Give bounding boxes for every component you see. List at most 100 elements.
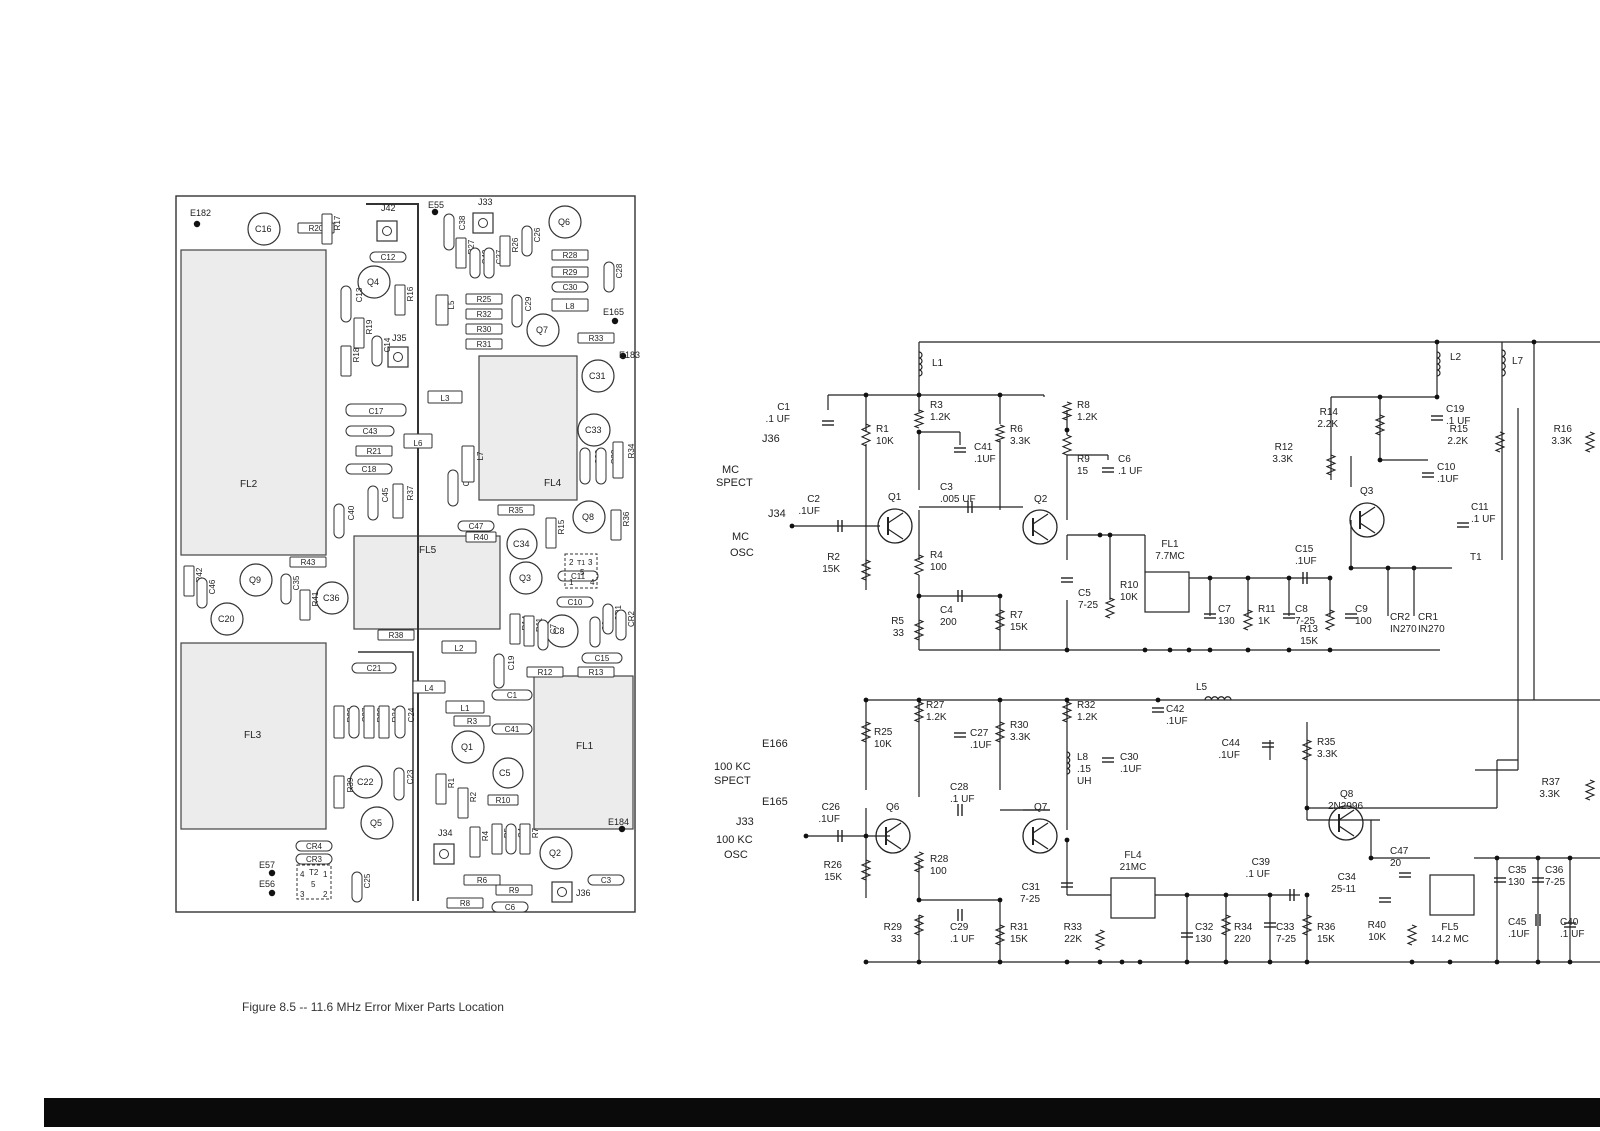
- junction-dot-31: [863, 697, 869, 703]
- value-fl5: 14.2 MC: [1431, 934, 1469, 945]
- part-label-c12: C12: [381, 253, 396, 262]
- t2-pin-5: 5: [311, 880, 316, 889]
- value-c28: .1 UF: [950, 794, 974, 805]
- junction-dot-9: [1245, 575, 1251, 581]
- part-r35: [497, 504, 535, 516]
- part-label-c19: C19: [507, 655, 516, 670]
- module-fl1: [533, 675, 634, 830]
- transistor-q1: [451, 730, 485, 764]
- part-c38: [443, 213, 455, 251]
- part-label-r42: R42: [195, 567, 204, 582]
- part-label-c47: C47: [469, 522, 484, 531]
- value-c9: 100: [1355, 616, 1372, 627]
- schematic-filters: [1110, 571, 1475, 919]
- part-label-r37: R37: [406, 485, 415, 500]
- input-kc-spect-line1: 100 KC: [714, 761, 751, 773]
- junction-dot-25: [1385, 565, 1391, 571]
- t2-pin-2: 2: [323, 890, 328, 899]
- part-c9: [589, 616, 601, 648]
- part-label-c24: C24: [407, 707, 416, 722]
- part-label-l2: L2: [455, 644, 464, 653]
- junction-dot-34: [1368, 855, 1374, 861]
- label-r16: R16: [1554, 424, 1573, 435]
- schematic-diagram: J36 MC SPECT J34 MC OSC E166 100 KC SPEC…: [714, 339, 1600, 965]
- input-j36-label: J36: [762, 433, 780, 445]
- part-r6: [463, 874, 501, 886]
- value-c41: .1UF: [974, 454, 996, 465]
- part-label-l8: L8: [566, 302, 575, 311]
- label-fl1: FL1: [1161, 539, 1179, 550]
- input-mc-osc-line2: OSC: [730, 547, 754, 559]
- junction-dot-18: [1286, 647, 1292, 653]
- value-r27: 1.2K: [926, 712, 947, 723]
- part-r10: [487, 794, 519, 806]
- junction-dot-10: [1286, 575, 1292, 581]
- label-c35: C35: [1508, 865, 1527, 876]
- part-label-r36: R36: [622, 511, 631, 526]
- label-c47: C47: [1390, 846, 1409, 857]
- part-r7: [519, 823, 531, 855]
- label-r30: R30: [1010, 720, 1029, 731]
- t1-pin-1: 1: [569, 578, 574, 587]
- label-c11: C11: [1471, 502, 1489, 513]
- resistor-r8: [1061, 401, 1073, 421]
- t1-pin-5: 5: [580, 568, 585, 577]
- part-label-c45: C45: [381, 487, 390, 502]
- resistor-r6: [994, 424, 1006, 443]
- junction-dot-36: [1535, 855, 1541, 861]
- part-label-r26: R26: [511, 237, 520, 252]
- capacitor-symbol-c39: [1289, 889, 1295, 901]
- value-r16: 3.3K: [1551, 436, 1572, 447]
- filter-fl5: [1429, 874, 1475, 916]
- part-r25: [465, 293, 503, 305]
- value-c15: .1UF: [1295, 556, 1317, 567]
- label-c3: C3: [940, 482, 953, 493]
- junction-dot-4: [916, 429, 922, 435]
- part-label-r13: R13: [589, 668, 604, 677]
- junction-dot-42: [1304, 892, 1310, 898]
- label-c44: C44: [1222, 738, 1241, 749]
- label-c27: C27: [970, 728, 989, 739]
- label-c31: C31: [1022, 882, 1041, 893]
- part-c32: [595, 447, 607, 485]
- value-r14: 2.2K: [1317, 419, 1338, 430]
- part-c18: [345, 463, 393, 475]
- figure-caption: Figure 8.5 -- 11.6 MHz Error Mixer Parts…: [242, 1000, 504, 1014]
- part-c37: [348, 705, 360, 739]
- transistor-label-q6: Q6: [558, 217, 570, 227]
- test-point-e55: [431, 208, 439, 216]
- t2-pin-4: 4: [300, 870, 305, 879]
- part-label-c7: C7: [549, 623, 558, 634]
- schematic-transistor-label-q8: Q8: [1340, 789, 1354, 800]
- transistor-symbol-q6: [875, 818, 911, 854]
- resistor-r37: [1584, 779, 1596, 801]
- capacitor-label-c5: C5: [499, 768, 511, 778]
- part-label-r30: R30: [477, 325, 492, 334]
- module-fl3: [180, 642, 327, 830]
- label-l8: L8: [1077, 752, 1089, 763]
- label-c1: C1: [777, 402, 790, 413]
- junction-dot-21: [1434, 394, 1440, 400]
- label-r32: R32: [1077, 700, 1096, 711]
- junction-dot-39: [1184, 892, 1190, 898]
- resistor-r32: [1061, 701, 1073, 723]
- capacitor-label-c20: C20: [218, 614, 235, 624]
- part-label-c43: C43: [363, 427, 378, 436]
- capacitor-symbol-c7: [1204, 613, 1216, 619]
- junction-dot-23: [1531, 339, 1537, 345]
- capacitor-c5: [492, 757, 524, 789]
- capacitor-symbol-c6: [1102, 467, 1114, 473]
- parts-location-board: FL2 FL3 FL5 FL4 FL1 E182E55E165E183E184E…: [175, 195, 640, 913]
- part-l5: [435, 294, 449, 326]
- filter-fl4: [1110, 877, 1156, 919]
- part-label-l1: L1: [461, 704, 470, 713]
- filter-fl1: [1144, 571, 1190, 613]
- part-r11: [523, 615, 535, 647]
- value-r9: 15: [1077, 466, 1089, 477]
- part-label-r9: R9: [509, 886, 520, 895]
- t1-label: T1: [577, 560, 585, 567]
- junction-dots: [789, 339, 1573, 965]
- label-c8: C8: [1295, 604, 1308, 615]
